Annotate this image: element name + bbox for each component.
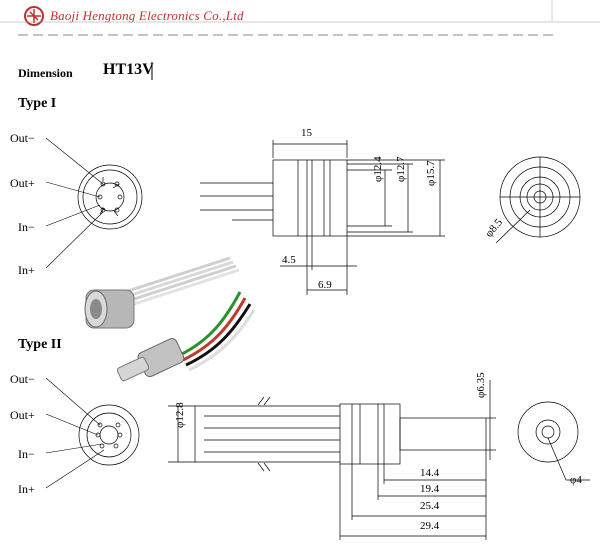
type1-dim-l2: 6.9 [318,279,332,291]
type1-dim-length: 15 [301,127,312,139]
type2-connector-face [78,404,140,466]
type2-product-photo [116,291,256,382]
type1-side-view [200,140,445,295]
type1-pin-leaders [45,137,104,269]
type2-dim-l3: 25.4 [420,500,440,512]
type2-heading: Type II [18,337,62,352]
type1-product-photo [84,256,240,329]
type1-dim-l1: 4.5 [282,254,296,266]
type2-dim-l1: 14.4 [420,467,440,479]
dimension-label: Dimension [18,66,73,80]
type2-dim-l2: 19.4 [420,483,440,495]
company-name: Baoji Hengtong Electronics Co.,Ltd [50,8,244,23]
type1-pin-out-plus: Out+ [10,176,35,190]
type1-pin-in-minus: In− [18,220,35,234]
company-logo-icon [22,5,46,32]
model-name: HT13V [103,61,154,78]
type2-pin-in-plus: In+ [18,482,35,496]
type1-pin-out-minus: Out− [10,131,35,145]
type1-connector-face [77,164,143,230]
type1-heading: Type I [18,96,57,111]
type2-pin-leaders [45,377,105,489]
type2-end-view [517,401,590,481]
type1-end-view [495,156,581,244]
type2-pin-out-plus: Out+ [10,408,35,422]
type1-pin-in-plus: In+ [18,263,35,277]
type2-pin-in-minus: In− [18,447,35,461]
type2-dim-l4: 29.4 [420,520,440,532]
type2-side-view [168,380,496,540]
type2-pin-out-minus: Out− [10,372,35,386]
